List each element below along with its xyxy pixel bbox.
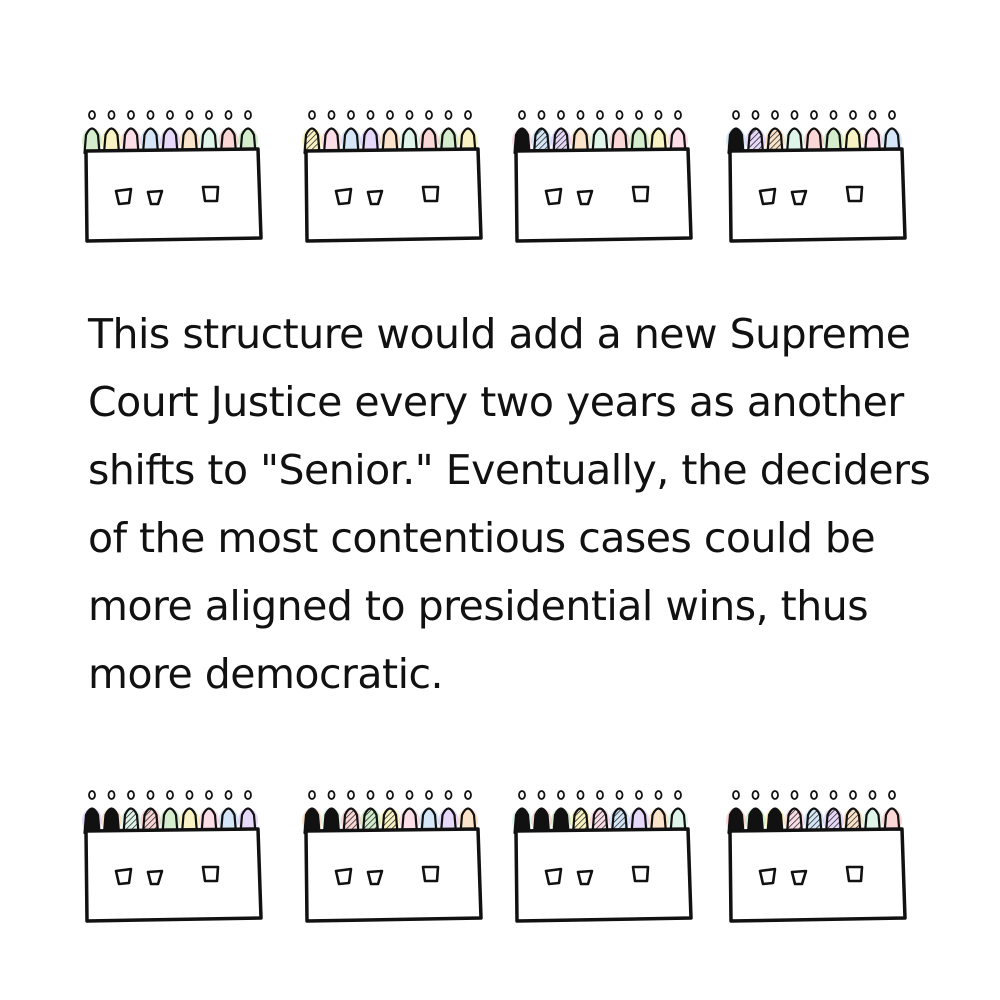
court-bench-icon — [726, 790, 907, 923]
bench-window-icon — [114, 867, 133, 886]
justice-figure-icon — [218, 790, 239, 835]
justice-figure-icon — [726, 110, 746, 155]
justice-figure-icon — [629, 110, 649, 155]
justice-figure-icon — [438, 110, 459, 155]
justice-figure-icon — [862, 110, 883, 155]
justice-figure-icon — [419, 110, 439, 155]
court-bench-icon — [82, 790, 263, 923]
justice-figure-icon — [551, 110, 571, 155]
court-bench-icon — [512, 110, 693, 243]
justice-figure-icon — [590, 110, 610, 155]
justice-figure-icon — [101, 790, 122, 835]
bench-window-icon — [845, 185, 864, 203]
bench-window-icon — [790, 869, 808, 886]
bench-window-icon — [576, 869, 594, 886]
justice-figure-icon — [784, 110, 805, 155]
justice-figure-icon — [341, 790, 361, 835]
bench-window-icon — [334, 187, 353, 206]
justice-figure-icon — [765, 110, 785, 155]
justice-figure-icon — [531, 790, 552, 835]
bench-window-icon — [544, 867, 563, 886]
justice-figure-icon — [360, 790, 381, 835]
justice-figure-icon — [82, 110, 102, 155]
justice-figure-icon — [199, 110, 219, 155]
justice-figure-icon — [804, 790, 824, 835]
justice-figure-icon — [199, 790, 219, 835]
justice-figure-icon — [419, 790, 439, 835]
justice-figure-icon — [609, 790, 630, 835]
justice-figure-icon — [531, 110, 552, 155]
bench-window-icon — [366, 189, 384, 206]
justice-figure-icon — [438, 790, 459, 835]
justice-figure-icon — [726, 790, 746, 835]
bench-row-bottom — [0, 775, 1000, 945]
justice-figure-icon — [399, 110, 420, 155]
bench-window-icon — [421, 185, 440, 203]
justice-figure-icon — [648, 110, 669, 155]
justice-figure-icon — [629, 790, 649, 835]
justice-figure-icon — [179, 790, 200, 835]
justice-figure-icon — [823, 790, 844, 835]
court-bench-icon — [82, 110, 263, 243]
justice-figure-icon — [121, 790, 141, 835]
justice-figure-icon — [745, 110, 766, 155]
justice-figure-icon — [843, 110, 863, 155]
bench-window-icon — [201, 185, 220, 203]
bench-window-icon — [366, 869, 384, 886]
bench-window-icon — [758, 867, 777, 886]
bench-window-icon — [146, 869, 164, 886]
bench-window-icon — [790, 189, 808, 206]
justice-figure-icon — [399, 790, 420, 835]
justice-figure-icon — [843, 790, 863, 835]
justice-figure-icon — [784, 790, 805, 835]
court-bench-icon — [302, 790, 483, 923]
bench-window-icon — [421, 865, 440, 883]
justice-figure-icon — [82, 790, 102, 835]
justice-figure-icon — [140, 790, 161, 835]
justice-figure-icon — [609, 110, 630, 155]
justice-figure-icon — [101, 110, 122, 155]
justice-figure-icon — [512, 110, 532, 155]
justice-figure-icon — [570, 790, 591, 835]
justice-figure-icon — [302, 110, 322, 155]
bench-window-icon — [576, 189, 594, 206]
justice-figure-icon — [512, 790, 532, 835]
bench-row-top — [0, 95, 1000, 265]
bench-window-icon — [631, 865, 650, 883]
court-bench-icon — [512, 790, 693, 923]
justice-figure-icon — [551, 790, 571, 835]
court-bench-icon — [302, 110, 483, 243]
bench-window-icon — [146, 189, 164, 206]
justice-figure-icon — [648, 790, 669, 835]
justice-figure-icon — [179, 110, 200, 155]
bench-window-icon — [544, 187, 563, 206]
bench-window-icon — [334, 867, 353, 886]
justice-figure-icon — [590, 790, 610, 835]
justice-figure-icon — [570, 110, 591, 155]
justice-figure-icon — [341, 110, 361, 155]
court-bench-icon — [726, 110, 907, 243]
bench-window-icon — [845, 865, 864, 883]
justice-figure-icon — [321, 790, 342, 835]
bench-window-icon — [758, 187, 777, 206]
justice-figure-icon — [140, 110, 161, 155]
justice-figure-icon — [804, 110, 824, 155]
justice-figure-icon — [160, 790, 180, 835]
bench-window-icon — [114, 187, 133, 206]
bench-window-icon — [201, 865, 220, 883]
justice-figure-icon — [121, 110, 141, 155]
justice-figure-icon — [745, 790, 766, 835]
caption-text: This structure would add a new Supreme C… — [88, 310, 931, 698]
justice-figure-icon — [160, 110, 180, 155]
justice-figure-icon — [380, 110, 400, 155]
justice-figure-icon — [862, 790, 883, 835]
justice-figure-icon — [218, 110, 239, 155]
justice-figure-icon — [823, 110, 844, 155]
justice-figure-icon — [380, 790, 400, 835]
bench-window-icon — [631, 185, 650, 203]
justice-figure-icon — [321, 110, 342, 155]
justice-figure-icon — [302, 790, 322, 835]
justice-figure-icon — [765, 790, 785, 835]
justice-figure-icon — [360, 110, 381, 155]
